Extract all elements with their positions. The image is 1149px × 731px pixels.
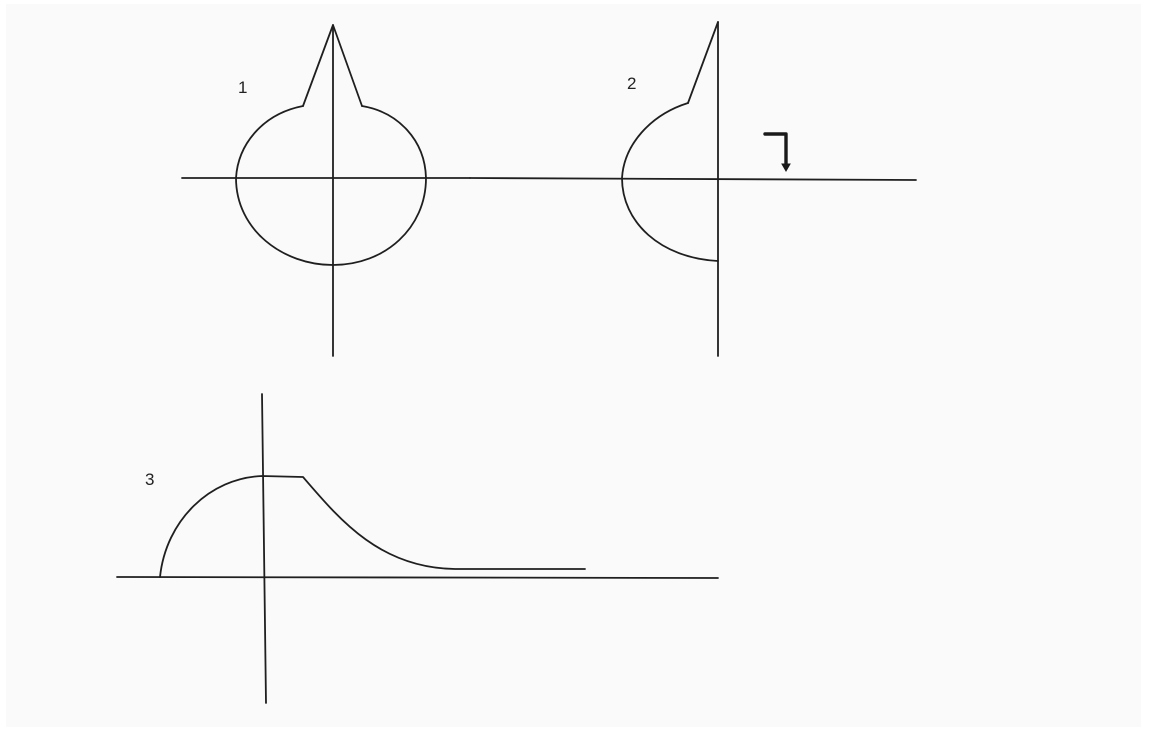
figure-1-bulb-outline: [235, 105, 427, 266]
figure-2: [469, 21, 917, 357]
figure-2-label: 2: [627, 74, 637, 93]
figure-2-horizontal-axis: [469, 177, 917, 181]
figure-1-label: 1: [238, 78, 248, 97]
figure-3-curve: [159, 475, 586, 578]
figure-2-half-bulb-outline: [621, 102, 719, 262]
figure-3: [116, 393, 719, 704]
figure-3-label: 3: [145, 470, 155, 489]
figure-3-horizontal-axis: [116, 576, 719, 579]
figure-2-spike: [687, 21, 719, 104]
figure-3-vertical-axis: [261, 393, 267, 704]
annotation-mark: [763, 132, 791, 173]
figure-1: [181, 24, 471, 357]
figure-1-spike: [302, 24, 363, 107]
